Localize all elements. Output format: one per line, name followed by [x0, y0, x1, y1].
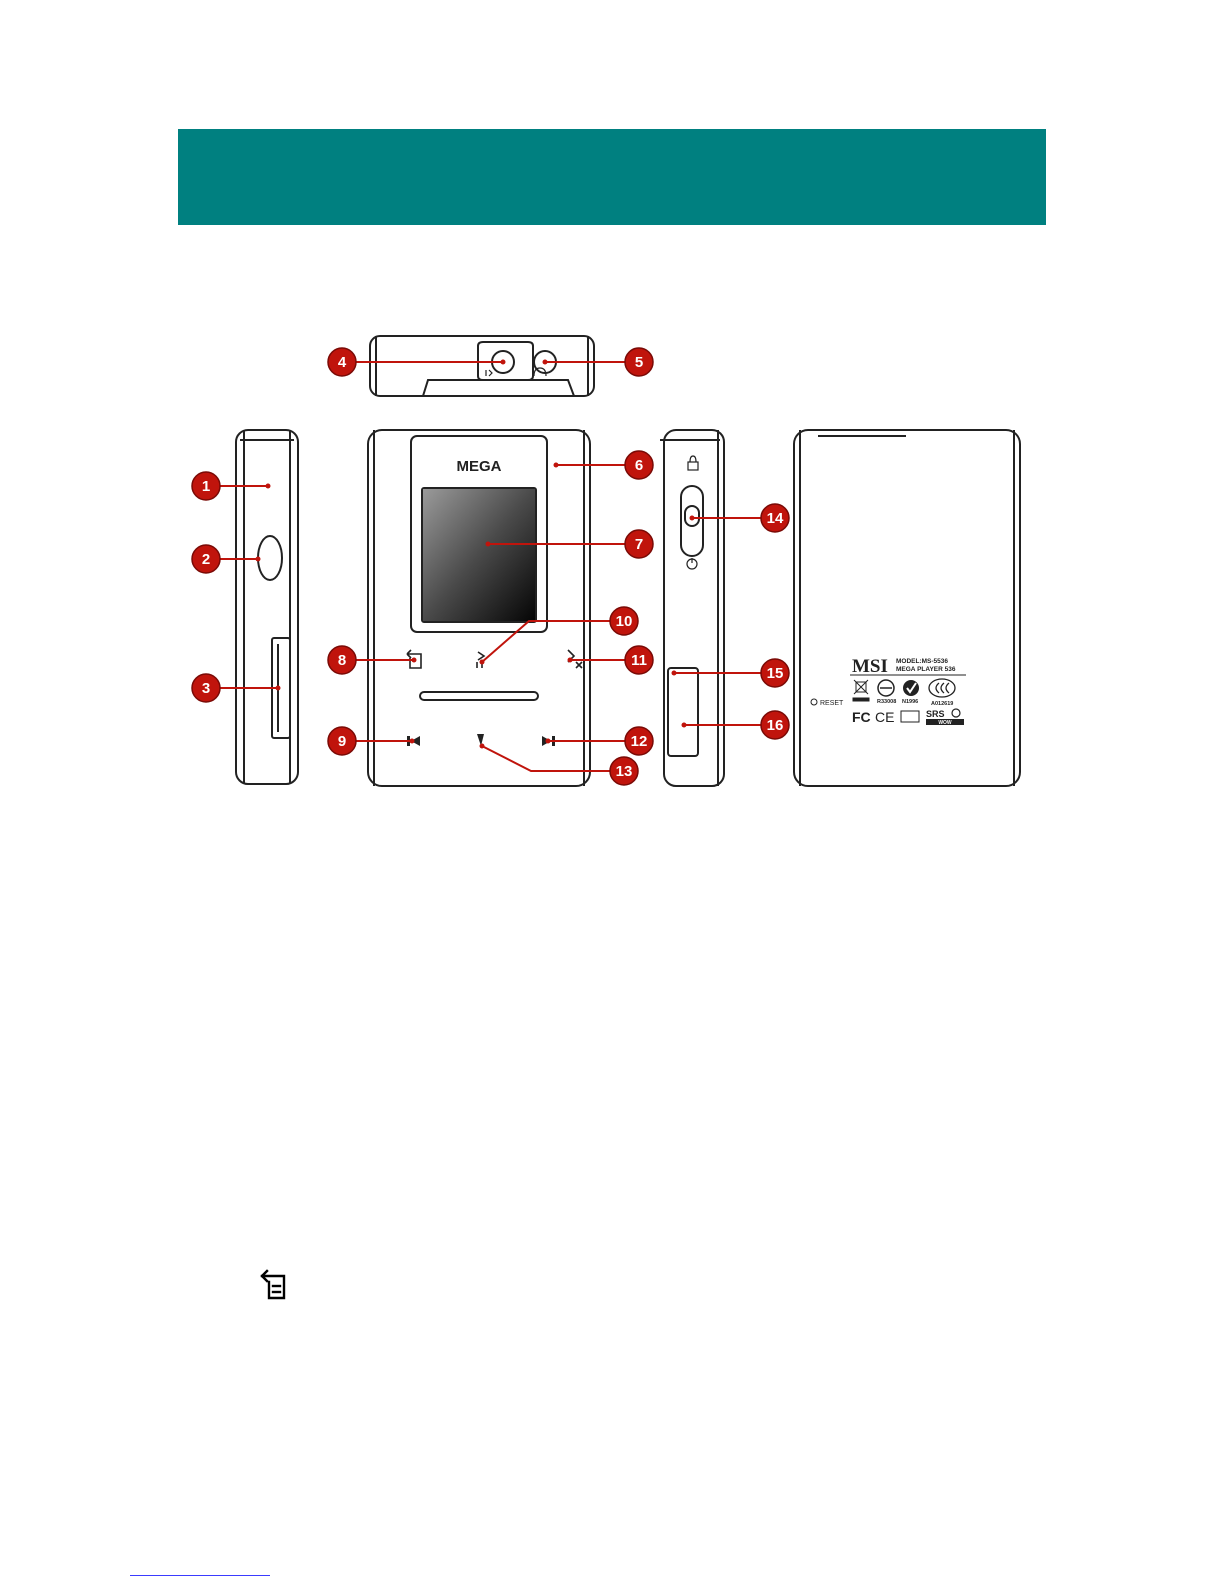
svg-text:8: 8 [338, 652, 346, 669]
ce-mark: CE [875, 709, 894, 725]
audio-in-icon [486, 370, 492, 376]
top-view [370, 336, 594, 396]
power-icon [687, 558, 697, 569]
callout-7: 7 [625, 530, 653, 558]
product-text: MEGA PLAYER 536 [896, 666, 956, 673]
svg-text:3: 3 [202, 680, 210, 697]
srs-mark: SRS [926, 709, 945, 719]
callout-4: 4 [328, 348, 356, 376]
svg-text:16: 16 [767, 717, 784, 734]
svg-text:4: 4 [338, 354, 347, 371]
callout-11: 11 [625, 646, 653, 674]
svg-text:9: 9 [338, 733, 346, 750]
callout-16: 16 [761, 711, 789, 739]
back-product-label: MSI MODEL:MS-5536 MEGA PLAYER 536 [850, 656, 966, 726]
svg-text:10: 10 [616, 613, 633, 630]
wow-mark: WOW [938, 720, 952, 726]
callout-12: 12 [625, 727, 653, 755]
svg-text:12: 12 [631, 733, 648, 750]
header-band [178, 129, 1046, 225]
callout-13: 13 [610, 757, 638, 785]
callout-14: 14 [761, 504, 789, 532]
lock-icon [688, 456, 698, 470]
callout-2: 2 [192, 545, 220, 573]
svg-text:13: 13 [616, 763, 633, 780]
vci-mark [901, 711, 919, 722]
callout-3: 3 [192, 674, 220, 702]
c-tick-icon [903, 680, 919, 696]
svg-text:14: 14 [767, 510, 784, 527]
cert-theta-icon [878, 680, 894, 696]
callout-15: 15 [761, 659, 789, 687]
right-side-view [660, 430, 724, 786]
svg-text:6: 6 [635, 457, 643, 474]
left-side-view [236, 430, 298, 784]
svg-text:2: 2 [202, 551, 210, 568]
reset-hole [811, 699, 817, 705]
brand-logo: MSI [852, 656, 888, 677]
cert-3: A012619 [931, 701, 953, 707]
fcc-mark: FC [852, 709, 871, 725]
svg-text:1: 1 [202, 478, 210, 495]
svg-text:7: 7 [635, 536, 643, 553]
svg-text:15: 15 [767, 665, 784, 682]
callout-10: 10 [610, 607, 638, 635]
callout-8: 8 [328, 646, 356, 674]
cert-1: R33008 [877, 699, 896, 705]
svg-text:11: 11 [631, 652, 647, 669]
callout-9: 9 [328, 727, 356, 755]
callout-5: 5 [625, 348, 653, 376]
svg-text:5: 5 [635, 354, 643, 371]
callout-6: 6 [625, 451, 653, 479]
weee-icon [853, 680, 869, 701]
front-logo: MEGA [457, 458, 502, 475]
menu-back-icon [258, 1268, 292, 1302]
reset-label: RESET [820, 700, 844, 707]
device-diagram: MEGA [178, 332, 1044, 802]
back-view [794, 430, 1020, 786]
ccc-icon [929, 679, 955, 697]
callout-1: 1 [192, 472, 220, 500]
model-text: MODEL:MS-5536 [896, 658, 948, 665]
lcd-screen [423, 489, 535, 621]
cert-2: N1996 [902, 699, 918, 705]
footnote-rule [130, 1575, 270, 1576]
